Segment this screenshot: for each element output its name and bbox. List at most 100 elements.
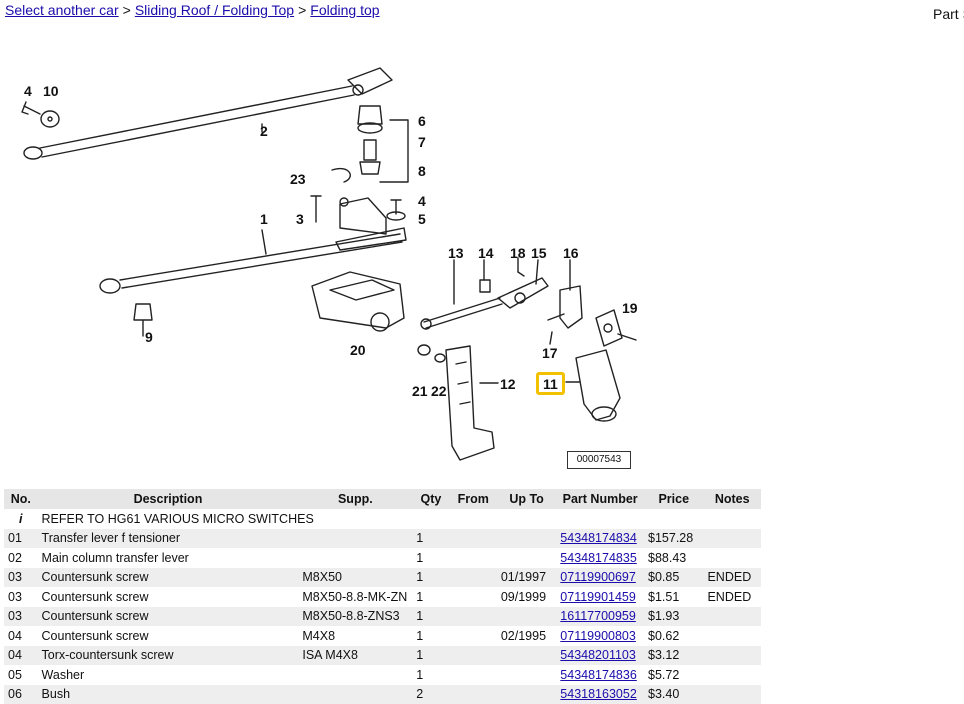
cell-supp	[298, 685, 412, 704]
breadcrumb-separator: >	[123, 2, 131, 18]
callout-5[interactable]: 5	[418, 212, 426, 226]
breadcrumb-link-folding-top[interactable]: Folding top	[310, 2, 379, 18]
cell-supp: M8X50-8.8-MK-ZN	[298, 587, 412, 607]
cell-part-number: 54348174834	[556, 529, 644, 549]
cell-price: $3.12	[644, 646, 703, 666]
cell-notes	[703, 685, 761, 704]
table-row: i REFER TO HG61 VARIOUS MICRO SWITCHES	[4, 509, 761, 529]
cell-from	[450, 529, 497, 549]
callout-6[interactable]: 6	[418, 114, 426, 128]
part-number-link[interactable]: 07119901459	[560, 590, 636, 604]
cell-price: $157.28	[644, 529, 703, 549]
col-header-description: Description	[38, 489, 299, 509]
cell-no: 01	[4, 529, 38, 549]
cell-qty: 1	[412, 626, 449, 646]
part-number-link[interactable]: 54348201103	[560, 648, 636, 662]
cell-price: $88.43	[644, 548, 703, 568]
cell-upto	[497, 646, 556, 666]
cell-upto	[497, 685, 556, 704]
cell-no: 02	[4, 548, 38, 568]
table-row: 04 Countersunk screw M4X8 1 02/1995 0711…	[4, 626, 761, 646]
cell-price: $0.62	[644, 626, 703, 646]
cell-supp	[298, 665, 412, 685]
cell-part-number: 07119900803	[556, 626, 644, 646]
cell-qty: 1	[412, 548, 449, 568]
cell-description: REFER TO HG61 VARIOUS MICRO SWITCHES	[38, 509, 761, 529]
callout-4[interactable]: 4	[24, 84, 32, 98]
part-number-link[interactable]: 07119900697	[560, 570, 636, 584]
cell-qty: 1	[412, 568, 449, 588]
callout-10[interactable]: 10	[43, 84, 59, 98]
cell-notes	[703, 548, 761, 568]
cell-part-number: 16117700959	[556, 607, 644, 627]
callout-18[interactable]: 18	[510, 246, 526, 260]
callout-2[interactable]: 2	[260, 124, 268, 138]
cell-description: Countersunk screw	[38, 626, 299, 646]
part-number-link[interactable]: 54348174836	[560, 668, 636, 682]
callout-3[interactable]: 3	[296, 212, 304, 226]
cell-from	[450, 665, 497, 685]
cell-qty: 1	[412, 607, 449, 627]
callout-8[interactable]: 8	[418, 164, 426, 178]
cell-description: Countersunk screw	[38, 587, 299, 607]
cell-notes	[703, 607, 761, 627]
cell-no: 04	[4, 626, 38, 646]
part-number-link[interactable]: 54348174834	[560, 531, 636, 545]
cell-qty: 1	[412, 665, 449, 685]
cell-part-number: 54348201103	[556, 646, 644, 666]
cell-upto: 01/1997	[497, 568, 556, 588]
table-row: 01 Transfer lever f tensioner 1 54348174…	[4, 529, 761, 549]
cell-part-number: 54348174836	[556, 665, 644, 685]
cell-price: $3.40	[644, 685, 703, 704]
cell-no: 06	[4, 685, 38, 704]
callout-13[interactable]: 13	[448, 246, 464, 260]
breadcrumb-link-sliding-roof[interactable]: Sliding Roof / Folding Top	[135, 2, 294, 18]
table-row: 03 Countersunk screw M8X50-8.8-MK-ZN 1 0…	[4, 587, 761, 607]
callout-11-highlighted[interactable]: 11	[536, 372, 565, 395]
breadcrumb-link-select-car[interactable]: Select another car	[5, 2, 119, 18]
col-header-notes: Notes	[703, 489, 761, 509]
callout-9[interactable]: 9	[145, 330, 153, 344]
callout-16[interactable]: 16	[563, 246, 579, 260]
cell-upto: 02/1995	[497, 626, 556, 646]
cell-qty: 1	[412, 587, 449, 607]
cell-upto: 09/1999	[497, 587, 556, 607]
callout-22[interactable]: 22	[431, 384, 447, 398]
callout-12[interactable]: 12	[500, 377, 516, 391]
callout-7[interactable]: 7	[418, 135, 426, 149]
cell-upto	[497, 529, 556, 549]
cell-notes: ENDED	[703, 587, 761, 607]
part-number-link[interactable]: 54318163052	[560, 687, 636, 701]
callout-14[interactable]: 14	[478, 246, 494, 260]
side-panel-label: Part S	[933, 6, 964, 22]
cell-part-number: 07119900697	[556, 568, 644, 588]
callout-1[interactable]: 1	[260, 212, 268, 226]
breadcrumb: Select another car>Sliding Roof / Foldin…	[5, 2, 380, 18]
col-header-upto: Up To	[497, 489, 556, 509]
table-row: 05 Washer 1 54348174836 $5.72	[4, 665, 761, 685]
cell-from	[450, 607, 497, 627]
cell-supp: M4X8	[298, 626, 412, 646]
callout-17[interactable]: 17	[542, 346, 558, 360]
part-number-link[interactable]: 07119900803	[560, 629, 636, 643]
cell-upto	[497, 607, 556, 627]
cell-no: i	[4, 509, 38, 529]
cell-no: 03	[4, 568, 38, 588]
cell-no: 03	[4, 587, 38, 607]
callout-4b[interactable]: 4	[418, 194, 426, 208]
callout-19[interactable]: 19	[622, 301, 638, 315]
table-row: 03 Countersunk screw M8X50-8.8-ZNS3 1 16…	[4, 607, 761, 627]
parts-diagram: 4 10 2 6 7 8 23 3 4 5 1 13 14 18 15 16 1…	[0, 28, 964, 483]
callout-20[interactable]: 20	[350, 343, 366, 357]
cell-upto	[497, 548, 556, 568]
part-number-link[interactable]: 16117700959	[560, 609, 636, 623]
cell-qty: 1	[412, 529, 449, 549]
cell-description: Countersunk screw	[38, 607, 299, 627]
callout-15[interactable]: 15	[531, 246, 547, 260]
callout-21[interactable]: 21	[412, 384, 428, 398]
cell-price: $1.51	[644, 587, 703, 607]
part-number-link[interactable]: 54348174835	[560, 551, 636, 565]
cell-from	[450, 646, 497, 666]
cell-no: 04	[4, 646, 38, 666]
callout-23[interactable]: 23	[290, 172, 306, 186]
